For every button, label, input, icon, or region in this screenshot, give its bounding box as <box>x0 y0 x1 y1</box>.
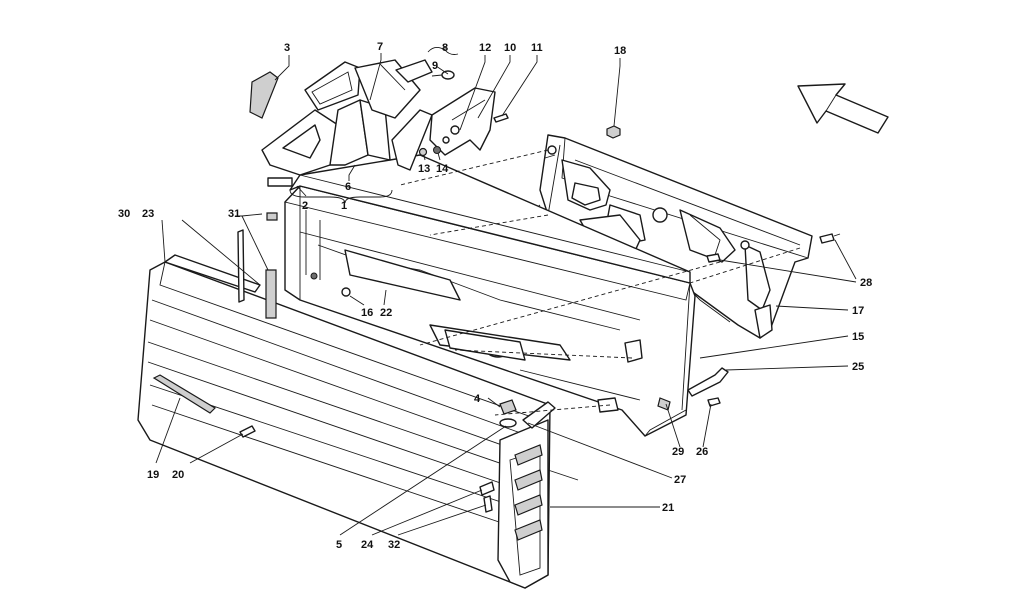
bracket-part-25 <box>687 367 729 397</box>
callout-29: 29 <box>672 446 684 458</box>
callout-15: 15 <box>852 331 864 343</box>
callout-27: 27 <box>674 474 686 486</box>
clip-part-4 <box>499 399 517 415</box>
callout-18: 18 <box>614 45 626 57</box>
clip-part-32 <box>483 495 493 513</box>
callout-11: 11 <box>531 42 543 54</box>
headlamp-housing-part-1 <box>261 99 391 187</box>
nut-part-14 <box>433 146 441 154</box>
direction-arrow-icon <box>797 83 889 134</box>
callout-31: 31 <box>228 208 240 220</box>
screw-part-13 <box>418 147 428 157</box>
callout-30: 30 <box>118 208 130 220</box>
lamp-unit-part-9 <box>304 59 433 119</box>
callout-16: 16 <box>361 307 373 319</box>
callout-21: 21 <box>662 502 674 514</box>
callout-4: 4 <box>474 393 481 405</box>
callout-28: 28 <box>860 277 872 289</box>
screw-part-11 <box>493 113 509 123</box>
strip-part-31-b <box>265 269 277 319</box>
callout-13: 13 <box>418 163 430 175</box>
leader-lines <box>155 46 857 536</box>
callout-25: 25 <box>852 361 864 373</box>
lower-strip-part-19 <box>152 374 216 414</box>
callout-20: 20 <box>172 469 184 481</box>
nut-part-18 <box>606 125 621 139</box>
rod-part-30 <box>237 229 245 303</box>
callout-10: 10 <box>504 42 516 54</box>
callout-7: 7 <box>377 41 383 53</box>
bracket-part-12 <box>391 87 496 171</box>
callout-6: 6 <box>345 181 351 193</box>
alignment-lines <box>399 149 801 416</box>
callout-17: 17 <box>852 305 864 317</box>
callout-8: 8 <box>442 42 448 54</box>
callout-labels: 3 7 8 9 12 10 11 18 13 14 6 2 1 30 23 31… <box>118 41 872 551</box>
callout-5: 5 <box>336 539 342 551</box>
bolt-part-28-b <box>706 253 721 263</box>
callout-26: 26 <box>696 446 708 458</box>
callout-32: 32 <box>388 539 400 551</box>
side-bracket-part-27 <box>522 401 579 481</box>
callout-19: 19 <box>147 469 159 481</box>
callout-24: 24 <box>361 539 374 551</box>
callout-22: 22 <box>380 307 392 319</box>
radiator-grille-part-21 <box>137 261 551 589</box>
callout-9: 9 <box>432 60 438 72</box>
callout-14: 14 <box>436 163 449 175</box>
support-frame <box>531 134 813 339</box>
callout-1: 1 <box>341 200 347 212</box>
callout-12: 12 <box>479 42 491 54</box>
callout-3: 3 <box>284 42 290 54</box>
callout-23: 23 <box>142 208 154 220</box>
strip-part-31-a <box>266 212 278 221</box>
screw-part-26 <box>707 397 721 407</box>
washer-part-5 <box>499 418 517 428</box>
screw-part-20 <box>239 425 256 438</box>
callout-2: 2 <box>302 200 308 212</box>
pad-part-3 <box>249 71 279 119</box>
bolt-part-24 <box>479 481 495 496</box>
bulb-part-8 <box>431 70 455 80</box>
bolt-part-28-a <box>819 233 841 244</box>
